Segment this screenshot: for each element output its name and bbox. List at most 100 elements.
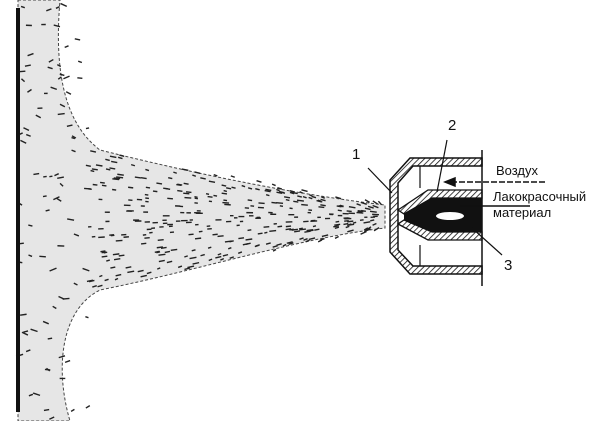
droplet [278,191,286,194]
droplet [217,235,224,238]
droplet [47,66,53,70]
droplet [308,237,316,241]
droplet [301,203,308,206]
droplet [285,228,292,231]
droplet [360,201,367,206]
droplet [230,175,235,178]
droplet [194,237,202,240]
droplet [220,257,225,261]
droplet [58,355,66,359]
droplet [377,200,383,206]
droplet [372,204,379,209]
droplet [91,168,98,171]
droplet [71,136,76,140]
droplet [223,189,228,193]
droplet [73,233,80,237]
droplet [59,182,64,187]
droplet [158,259,165,263]
droplet [269,229,277,232]
droplet [24,64,31,67]
droplet [32,392,41,397]
droplet [337,209,342,212]
droplet [276,243,282,246]
droplet [59,103,66,108]
droplet [57,176,64,180]
droplet [229,240,234,243]
droplet [53,24,61,28]
droplet [90,150,97,153]
droplet [170,248,178,252]
droplet [346,210,352,213]
droplet [48,58,54,63]
label-paint-line1: Лакокрасочный [493,189,587,204]
droplet [276,202,284,205]
droplet [112,178,120,181]
droplet [215,255,222,259]
droplet [208,258,213,262]
droplet [223,199,228,202]
droplet [105,158,110,162]
droplet [177,189,183,192]
droplet [109,167,116,170]
droplet [23,330,29,333]
droplet [114,277,119,281]
droplet [115,273,122,277]
air-arrow [442,176,545,188]
droplet [104,278,109,282]
droplet [299,228,307,231]
droplet [343,222,349,226]
droplet [257,232,263,235]
droplet [370,219,375,222]
droplet [67,218,75,221]
droplet [364,207,371,211]
droplet [363,221,371,224]
droplet [56,64,62,68]
droplet [277,225,283,228]
paint-nozzle [396,189,483,241]
droplet [258,202,265,205]
label-air: Воздух [496,163,539,178]
droplet [23,127,30,132]
droplet [363,228,371,233]
droplet [30,328,38,333]
droplet [84,187,91,190]
droplet [187,265,195,269]
droplet [74,38,81,41]
droplet [308,196,313,200]
droplet [301,189,308,193]
droplet [221,184,227,187]
droplet [20,5,25,9]
droplet [304,230,311,233]
droplet [317,239,323,243]
droplet [53,196,60,201]
droplet [321,234,329,238]
droplet [66,124,73,127]
droplet [344,219,349,222]
droplet [42,195,47,198]
droplet [177,265,183,269]
droplet [145,186,151,189]
droplet [118,254,125,257]
droplet [357,210,363,213]
droplet [289,190,295,193]
droplet [247,187,253,190]
droplet [158,253,166,256]
droplet [221,192,228,195]
droplet [282,243,287,247]
droplet [360,230,367,235]
droplet [352,221,357,224]
droplet [200,253,205,257]
droplet [212,233,218,236]
droplet [192,261,200,265]
droplet [85,316,89,319]
droplet [192,174,197,177]
droplet [113,258,121,261]
droplet [264,231,268,234]
droplet [181,168,189,172]
droplet [128,186,134,189]
droplet [289,191,295,195]
droplet [208,180,216,183]
droplet [64,45,69,49]
droplet [85,405,91,409]
